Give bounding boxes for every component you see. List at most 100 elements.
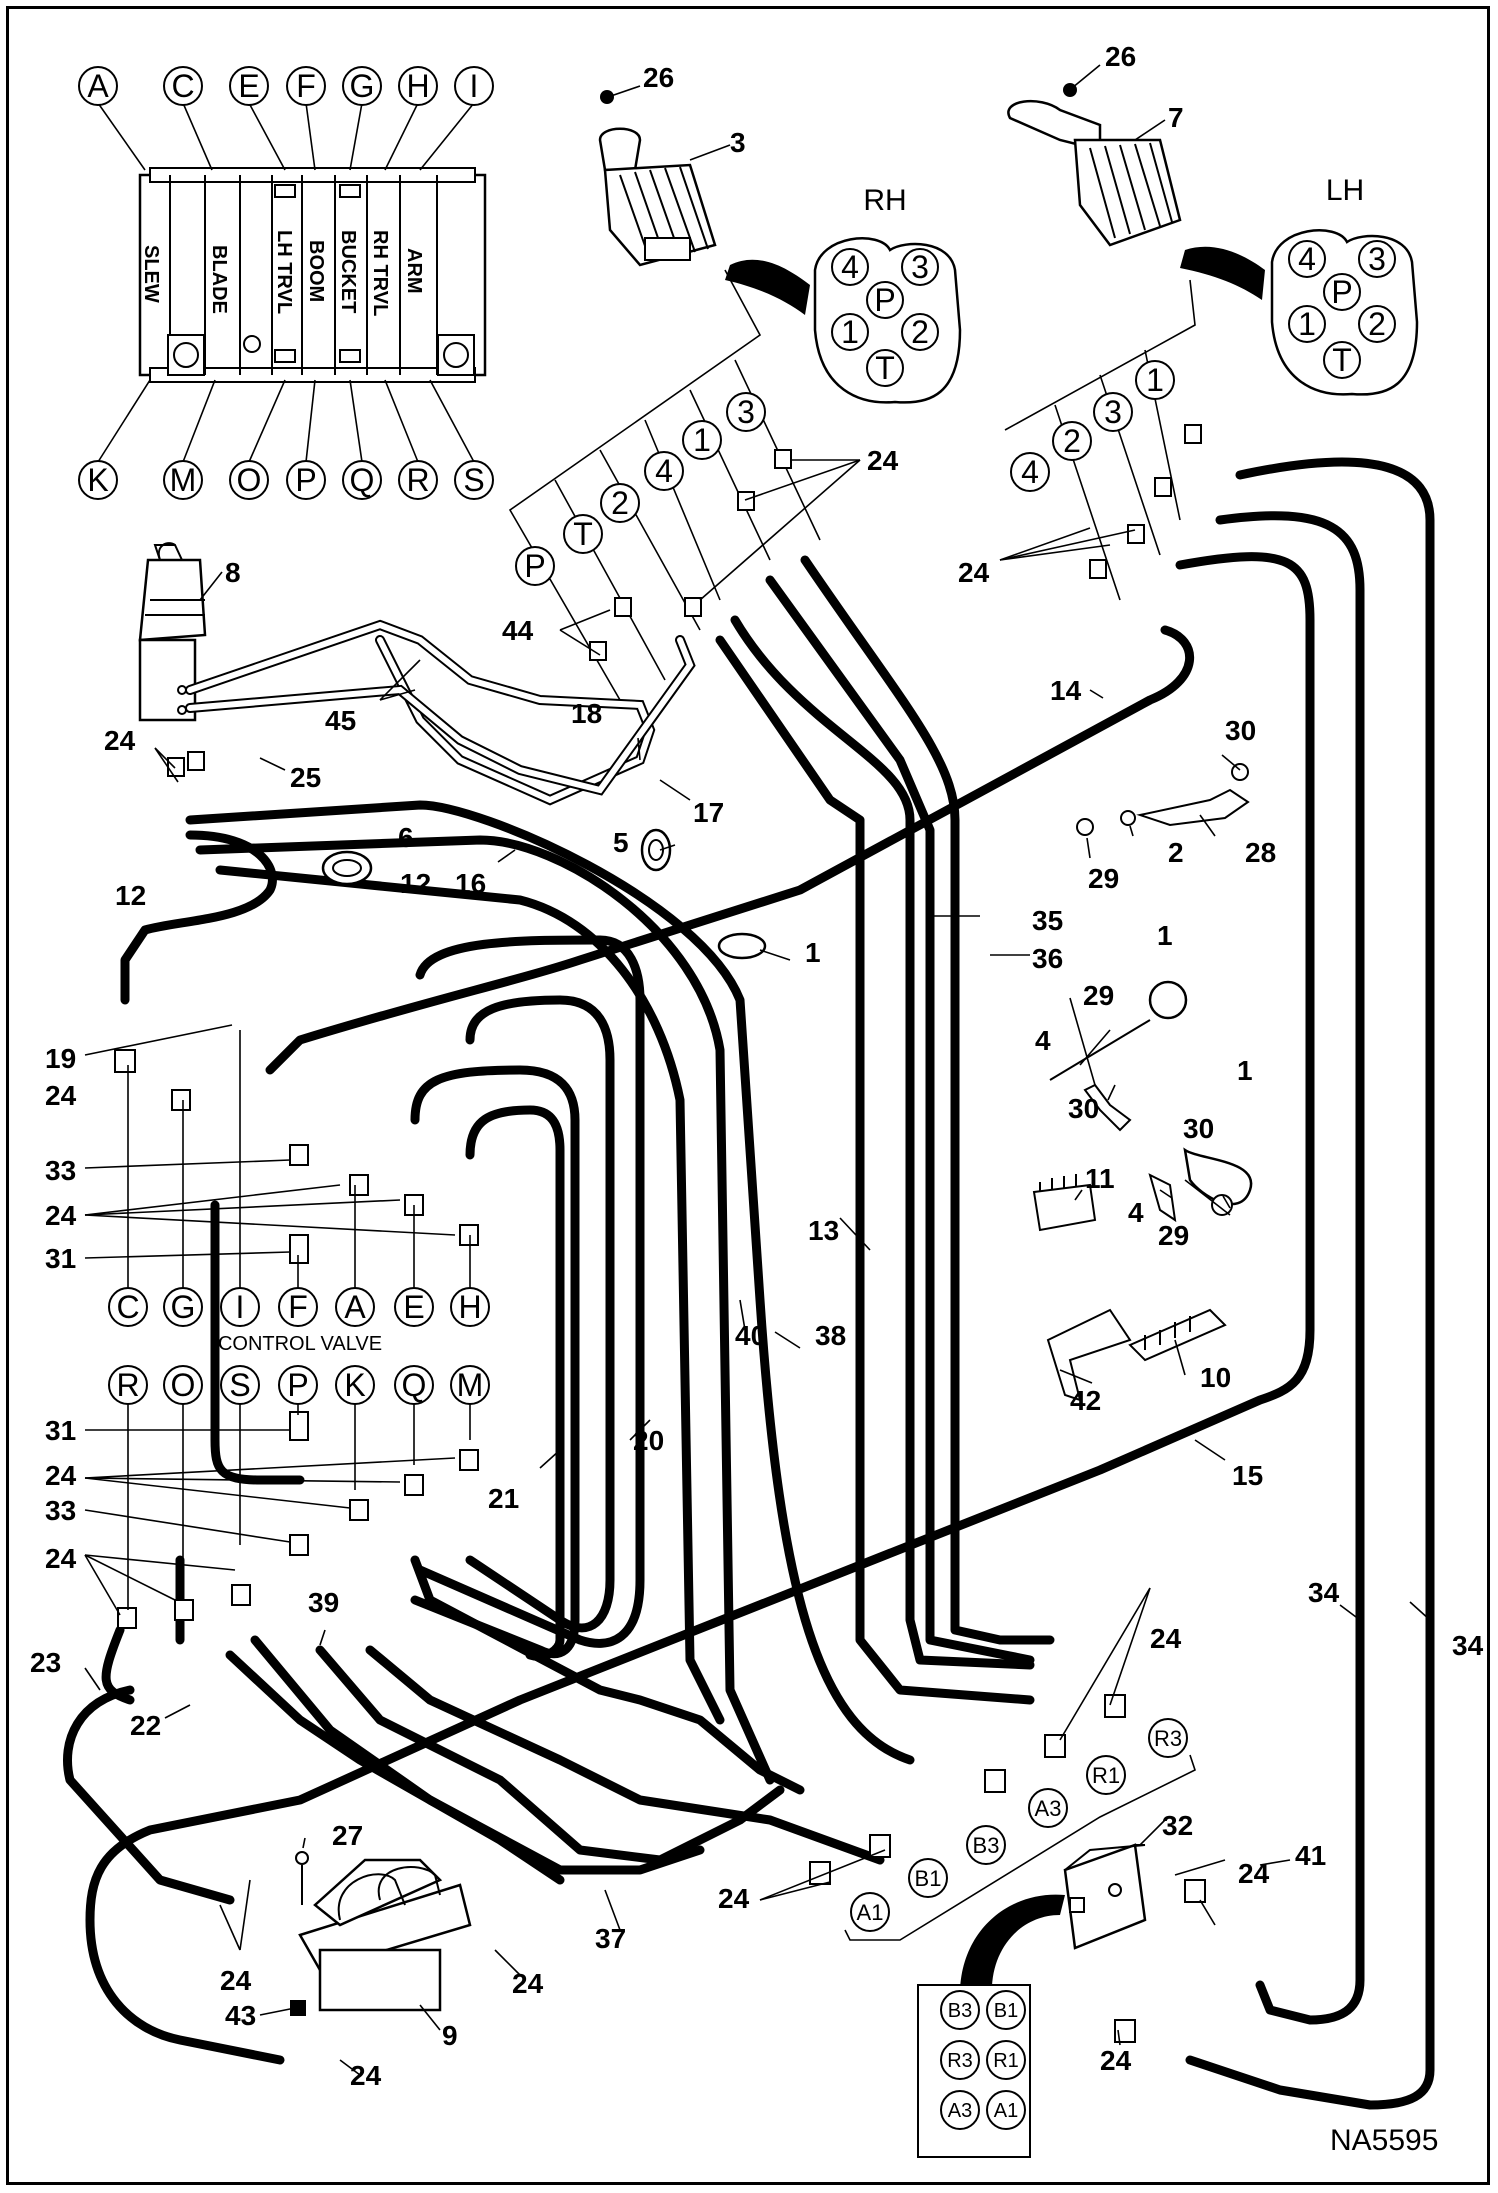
block-port-tags: R3 R1 A3 B3 B1 A1 [844,1718,1196,1941]
section-label: BLADE [208,245,230,314]
port-tag: S [463,462,484,498]
hose-tag: 3 [1104,394,1122,430]
callout-24: 24 [45,1200,77,1231]
callout-1: 1 [1157,920,1173,951]
hose-tag: T [573,516,593,552]
port-tag: H [406,68,429,104]
section-label: BOOM [305,240,327,302]
callout-26: 26 [643,62,674,93]
callout-24: 24 [958,557,990,588]
callout-9: 9 [442,2020,458,2051]
callout-12: 12 [400,868,431,899]
callout-28: 28 [1245,837,1276,868]
port-label: 1 [1298,306,1316,342]
hose-tag: 4 [655,453,673,489]
cv-port: H [458,1289,481,1325]
block-port: R1 [1092,1763,1120,1788]
callout-29: 29 [1158,1220,1189,1251]
callout-24: 24 [1150,1623,1182,1654]
block-port: B1 [915,1866,942,1891]
port-label: 4 [841,249,859,285]
lh-arrow [1180,246,1265,300]
port-tag: I [470,68,479,104]
cv-port: G [171,1289,196,1325]
control-valve-illustration [138,167,487,383]
cv-port: Q [402,1367,427,1403]
port-tag: A [87,68,109,104]
hose-tag: 3 [737,394,755,430]
hose-tag: 4 [1021,454,1039,490]
grid-port: A1 [994,2100,1018,2122]
pilot-tubes [185,619,696,806]
cv-port: M [457,1367,484,1403]
callout-29: 29 [1088,863,1119,894]
callout-24: 24 [104,725,136,756]
callout-44: 44 [502,615,534,646]
section-label: SLEW [140,245,162,303]
callout-45: 45 [325,705,356,736]
block-port: A1 [857,1900,884,1925]
callout-1: 1 [1237,1055,1253,1086]
pattern-grid: B3 B1 R3 R1 A3 A1 [917,1984,1031,2158]
callout-32: 32 [1162,1810,1193,1841]
block-port: B3 [973,1833,1000,1858]
callout-24: 24 [1100,2045,1132,2076]
port-label: T [875,350,895,386]
callout-19: 19 [45,1043,76,1074]
rh-port-pattern: 4 3 P 1 2 T RH [813,184,962,404]
port-tag: Q [350,462,375,498]
port-tag: E [238,68,259,104]
callout-24: 24 [45,1080,77,1111]
callout-7: 7 [1168,102,1184,133]
callout-24: 24 [718,1883,750,1914]
callout-24: 24 [45,1543,77,1574]
section-label: LH TRVL [273,230,295,314]
drawing-code: NA5595 [1330,2124,1438,2157]
lh-joystick [1007,83,1182,247]
callout-6: 6 [398,822,414,853]
port-tag: G [350,68,375,104]
cv-port: K [344,1367,365,1403]
callout-30: 30 [1183,1113,1214,1144]
callout-24: 24 [512,1968,544,1999]
callout-4: 4 [1035,1025,1051,1056]
cv-row2: R O S P K Q M [108,1365,490,1610]
cv-port: O [171,1367,196,1403]
port-label: 1 [841,314,859,350]
lh-port-pattern: 4 3 P 1 2 T LH [1270,174,1419,396]
callout-24: 24 [867,445,899,476]
drawing-border [6,6,1490,2185]
callout-31: 31 [45,1415,76,1446]
pattern-valve [960,1843,1147,1995]
callout-33: 33 [45,1155,76,1186]
callout-14: 14 [1050,675,1082,706]
callout-35: 35 [1032,905,1063,936]
clamp-parts [321,763,1253,1402]
callout-31: 31 [45,1243,76,1274]
rh-hose-tag-fan: P T 2 4 1 3 [508,269,821,701]
callout-41: 41 [1295,1840,1326,1871]
blade-control-lever [138,542,207,722]
hose-tag: 1 [693,422,711,458]
section-label: RH TRVL [369,230,391,316]
port-tag: F [296,68,316,104]
port-label: 4 [1298,241,1316,277]
cv-row1: C G I F A E H CONTROL VALVE [108,1030,490,1355]
port-tag: P [295,462,316,498]
callout-10: 10 [1200,1362,1231,1393]
callout-34: 34 [1452,1630,1484,1661]
section-label: ARM [403,248,425,294]
callout-4: 4 [1128,1197,1144,1228]
callout-38: 38 [815,1320,846,1351]
callout-21: 21 [488,1483,519,1514]
callout-24: 24 [220,1965,252,1996]
section-label: BUCKET [337,230,359,313]
callout-37: 37 [595,1923,626,1954]
callout-5: 5 [613,827,629,858]
block-port: R3 [1154,1726,1182,1751]
port-label: 2 [1368,306,1386,342]
cv-port: A [344,1289,366,1325]
hose-tag: 1 [1146,362,1164,398]
callout-43: 43 [225,2000,256,2031]
